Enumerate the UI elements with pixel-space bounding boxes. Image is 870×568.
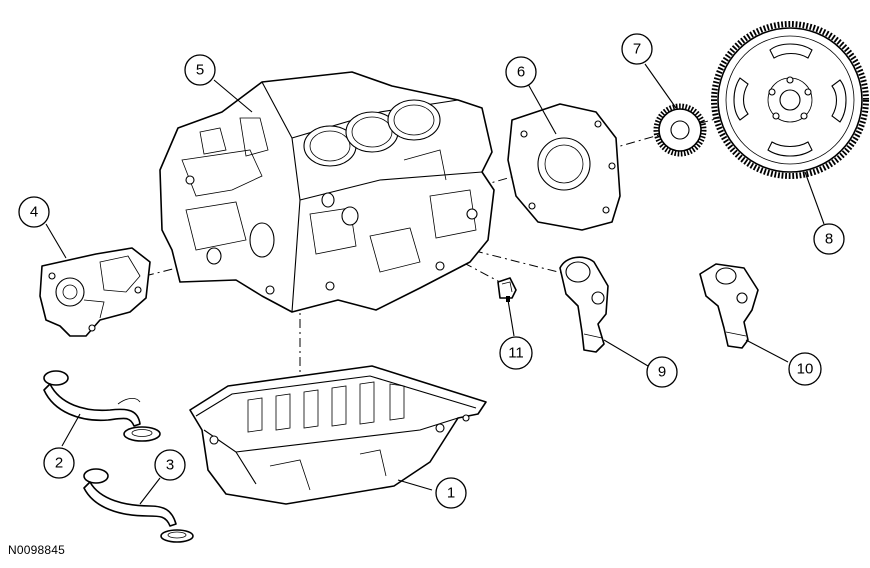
callout-8: 8: [813, 223, 845, 255]
callout-10: 10: [788, 352, 822, 386]
rear-seal-retainer: [507, 103, 621, 231]
oil-pickup-tube-lower: [83, 468, 194, 543]
callout-9: 9: [646, 356, 678, 388]
callout-1: 1: [435, 477, 467, 509]
sensor: [497, 277, 517, 302]
callout-4: 4: [18, 196, 50, 228]
callout-7: 7: [621, 33, 653, 65]
callout-5-label: 5: [196, 62, 204, 79]
leader-lines: [45, 63, 825, 505]
callout-10-label: 10: [797, 361, 814, 378]
callout-1-label: 1: [447, 485, 455, 502]
callout-9-label: 9: [658, 364, 666, 381]
crankshaft-sensor-ring: [653, 103, 707, 157]
oil-pan: [189, 365, 487, 505]
callout-6: 6: [505, 56, 537, 88]
flexplate: [711, 21, 869, 179]
callout-3: 3: [154, 449, 186, 481]
callout-2-label: 2: [55, 455, 63, 472]
oil-filter-adapter-alt: [699, 263, 759, 349]
callout-7-label: 7: [633, 41, 641, 58]
callout-8-label: 8: [825, 231, 833, 248]
callout-11: 11: [499, 336, 533, 370]
callout-11-label: 11: [508, 345, 524, 362]
oil-filter-adapter: [559, 256, 609, 353]
callout-4-label: 4: [30, 204, 38, 221]
callout-6-label: 6: [517, 64, 525, 81]
oil-pickup-tube-upper: [43, 370, 161, 442]
callout-2: 2: [43, 447, 75, 479]
figure-code: N0098845: [8, 543, 65, 557]
oil-pump: [39, 247, 151, 337]
callout-5: 5: [184, 54, 216, 86]
cylinder-block: [159, 71, 495, 313]
callout-3-label: 3: [166, 457, 174, 474]
